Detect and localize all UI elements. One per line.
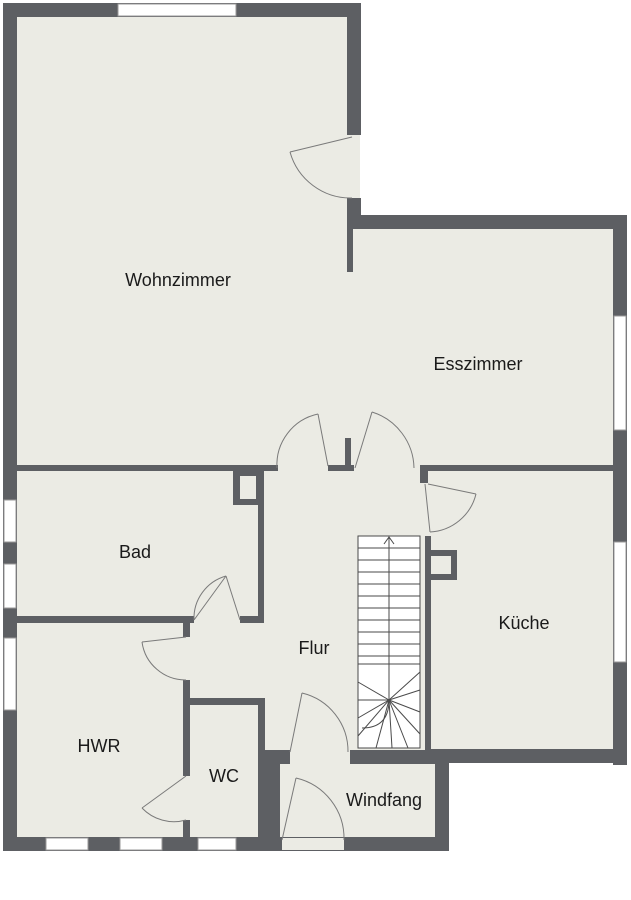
room-labels: Wohnzimmer Esszimmer Bad Flur Küche HWR …	[78, 270, 550, 810]
label-kueche: Küche	[498, 613, 549, 633]
label-esszimmer: Esszimmer	[434, 354, 523, 374]
door-wc	[141, 775, 187, 823]
window-bad-left-1	[3, 499, 17, 543]
stair-winder-step	[388, 689, 421, 701]
wall-wohn-bottom-left	[10, 465, 278, 471]
door-hwr-top	[141, 636, 187, 681]
wall-wc-top	[183, 698, 265, 705]
window-wohn-top	[117, 3, 237, 17]
door-wohn-flur	[276, 413, 329, 469]
wall-wc-right	[258, 750, 280, 850]
wall-kitchen-bottom	[425, 749, 627, 763]
stair-winder-step	[375, 699, 390, 749]
stair-winder-step	[388, 699, 421, 713]
door-ess-flur	[354, 411, 415, 469]
windows	[3, 3, 627, 851]
label-hwr: HWR	[78, 736, 121, 756]
shaft-kitchen-inner	[431, 556, 451, 574]
floor-main	[10, 10, 620, 845]
window-hwr-bottom-2	[119, 837, 163, 851]
window-hwr-bottom-1	[45, 837, 89, 851]
interior-walls	[10, 222, 620, 850]
window-bad-left-2	[3, 563, 17, 609]
wall-windfang-right	[435, 749, 449, 851]
window-hwr-left	[3, 637, 17, 711]
stair-winder-step	[388, 699, 393, 749]
stair-arrow-head	[383, 536, 395, 545]
door-wohn-balcony	[289, 135, 360, 199]
wall-wohn-ess	[347, 222, 353, 272]
wall-wohn-bottom-mid	[328, 465, 354, 471]
door-windfang-inner	[289, 692, 349, 753]
window-wc-bottom	[197, 837, 237, 851]
wall-right	[613, 215, 627, 765]
wall-bad-bottom-right	[240, 616, 264, 623]
stair-winder-step	[357, 699, 390, 719]
label-wohnzimmer: Wohnzimmer	[125, 270, 231, 290]
floor-areas	[10, 10, 620, 845]
stair-winder-step	[388, 671, 421, 701]
window-ess-right	[613, 315, 627, 431]
wall-ess-bottom	[420, 465, 620, 471]
doors	[141, 135, 477, 850]
wall-hwr-right-bottom	[183, 820, 190, 840]
wall-hwr-right-top	[183, 623, 190, 637]
door-entrance	[281, 777, 345, 850]
label-flur: Flur	[299, 638, 330, 658]
stair-winder-step	[357, 699, 390, 737]
wall-wc-right-top	[258, 698, 265, 750]
stair-arrow-curve	[361, 699, 390, 729]
door-bad	[193, 575, 241, 621]
wall-left	[3, 3, 17, 851]
wall-stair-top	[420, 471, 428, 483]
wall-pillar	[345, 438, 351, 468]
wall-wohn-right-upper	[347, 3, 361, 135]
stair-winder-step	[388, 699, 409, 749]
wall-ess-top	[347, 215, 627, 229]
window-kitchen-right	[613, 541, 627, 663]
door-kitchen	[424, 483, 477, 533]
shaft-bad-inner	[240, 476, 256, 499]
label-windfang: Windfang	[346, 790, 422, 810]
stair-winder-step	[357, 681, 390, 701]
staircase	[357, 535, 421, 749]
stair-winder-step	[388, 699, 421, 735]
wall-windfang-top-right	[350, 750, 438, 764]
wall-hwr-right	[183, 680, 190, 776]
wall-bad-right	[258, 471, 264, 623]
label-wc: WC	[209, 766, 239, 786]
wall-kitchen-left	[425, 536, 431, 756]
label-bad: Bad	[119, 542, 151, 562]
wall-windfang-top-left	[264, 750, 290, 764]
wall-bad-bottom-left	[10, 616, 194, 623]
